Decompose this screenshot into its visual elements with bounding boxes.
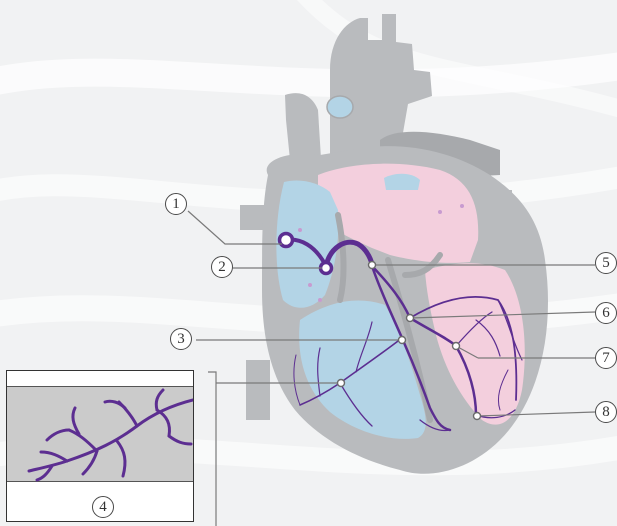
inferior-vena-cava	[246, 360, 270, 420]
label-1-circle: 1	[165, 193, 187, 215]
label-7-circle: 7	[595, 347, 617, 369]
label-5-circle: 5	[595, 252, 617, 274]
label-3-circle: 3	[170, 328, 192, 350]
pulmonary-artery-opening	[327, 96, 353, 118]
label-8-circle: 8	[595, 401, 617, 423]
label-6-circle: 6	[595, 302, 617, 324]
label-2-circle: 2	[211, 256, 233, 278]
label-4-circle: 4	[92, 496, 114, 518]
atrioventricular-node	[321, 263, 332, 274]
purkinje-fibers-magnified	[7, 386, 193, 482]
